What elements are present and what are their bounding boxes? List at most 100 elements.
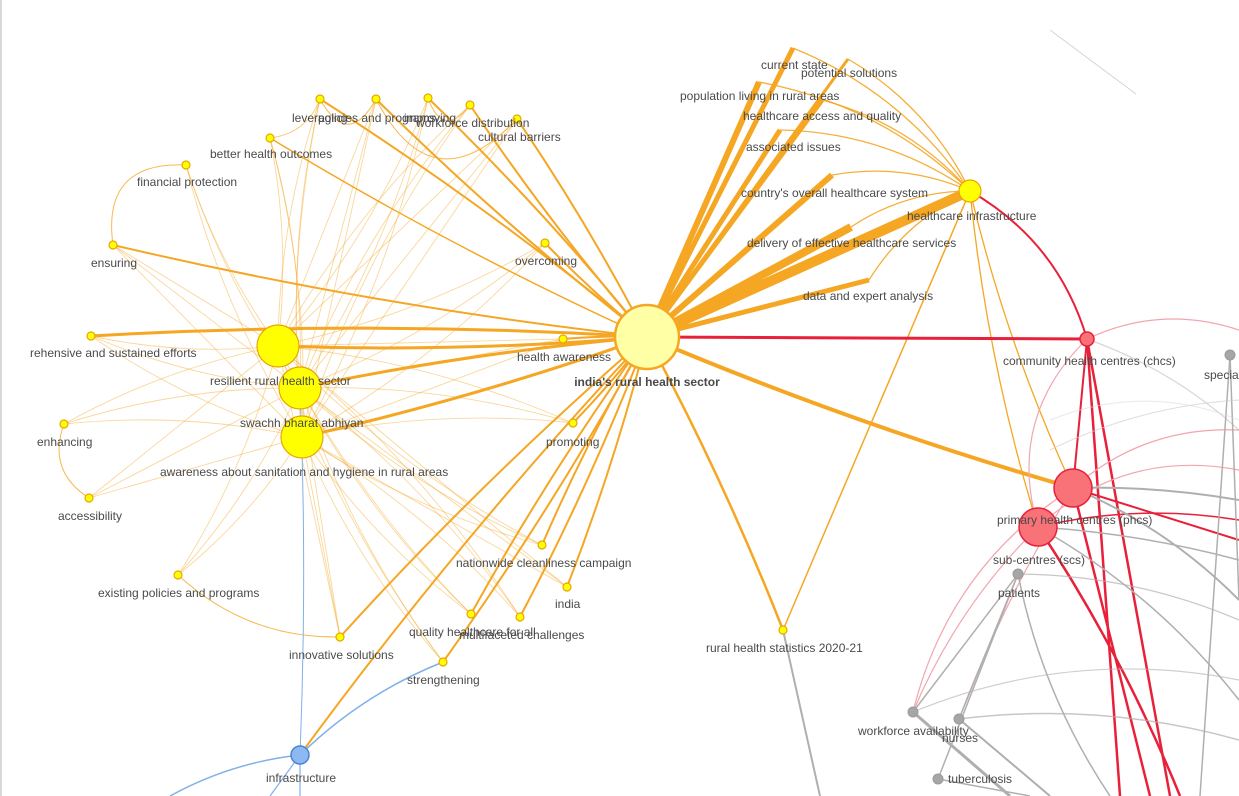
arc-edge bbox=[427, 97, 471, 122]
cluster-edge bbox=[301, 436, 568, 588]
arc-edge bbox=[177, 574, 341, 638]
infra-edge bbox=[868, 190, 971, 281]
center-edge bbox=[646, 277, 870, 340]
gray-edge bbox=[937, 778, 1031, 796]
node-accessibility[interactable] bbox=[84, 493, 94, 503]
cluster-edge bbox=[299, 387, 472, 615]
node-label-access-quality: healthcare access and quality bbox=[743, 109, 901, 123]
infra-edge bbox=[792, 47, 971, 192]
node-nationwide[interactable] bbox=[537, 540, 547, 550]
node-resilient[interactable] bbox=[256, 324, 300, 368]
cluster-edge bbox=[299, 98, 377, 389]
cluster-edge bbox=[90, 335, 303, 438]
cluster-edge bbox=[277, 97, 429, 347]
node-swachh[interactable] bbox=[278, 366, 322, 410]
node-tuberculosis[interactable] bbox=[932, 773, 944, 785]
graph-nodes[interactable] bbox=[59, 93, 1236, 785]
panel-left-border bbox=[0, 0, 2, 796]
node-workforce-dist[interactable] bbox=[465, 100, 475, 110]
node-label-potential: potential solutions bbox=[801, 66, 897, 80]
node-rural-stats[interactable] bbox=[778, 625, 788, 635]
graph-labels: india's rural health sectorleveragingpol… bbox=[30, 58, 1239, 786]
infra-edge bbox=[782, 190, 971, 631]
center-edge bbox=[516, 118, 648, 338]
cluster-edge bbox=[299, 387, 521, 618]
node-innovative[interactable] bbox=[335, 632, 345, 642]
cluster-edge bbox=[269, 137, 302, 389]
arc-edge bbox=[111, 164, 187, 246]
node-phcs[interactable] bbox=[1053, 468, 1093, 508]
node-multifaceted[interactable] bbox=[515, 612, 525, 622]
node-quality[interactable] bbox=[466, 609, 476, 619]
cluster-edge bbox=[177, 436, 303, 576]
cluster-edge bbox=[299, 387, 574, 424]
node-label-infrastructure: infrastructure bbox=[266, 771, 336, 785]
cluster-edge bbox=[277, 345, 574, 424]
node-better-outcomes[interactable] bbox=[265, 133, 275, 143]
cluster-edge bbox=[299, 242, 546, 389]
infra-edge bbox=[821, 99, 971, 192]
cluster-edge bbox=[277, 345, 568, 588]
gray-edge bbox=[958, 718, 1051, 796]
gray-edge bbox=[1037, 526, 1239, 701]
node-patients[interactable] bbox=[1012, 568, 1024, 580]
node-chcs[interactable] bbox=[1079, 331, 1095, 347]
node-label-better-outcomes: better health outcomes bbox=[210, 147, 332, 161]
node-label-health-awareness: health awareness bbox=[517, 350, 611, 364]
cluster-edge bbox=[88, 345, 279, 499]
red-edge bbox=[1072, 487, 1239, 541]
node-workforce-avail[interactable] bbox=[907, 706, 919, 718]
node-label-patients: patients bbox=[998, 586, 1040, 600]
node-financial[interactable] bbox=[181, 160, 191, 170]
cluster-edge bbox=[90, 335, 301, 389]
node-scs[interactable] bbox=[1018, 507, 1058, 547]
node-promoting[interactable] bbox=[568, 418, 578, 428]
arc-edge bbox=[375, 98, 518, 160]
blue-edge bbox=[169, 754, 301, 796]
arc-edge bbox=[269, 98, 321, 139]
node-sanitation[interactable] bbox=[280, 415, 324, 459]
node-enhancing[interactable] bbox=[59, 419, 69, 429]
node-overcoming[interactable] bbox=[540, 238, 550, 248]
cluster-edge bbox=[112, 244, 303, 438]
node-comprehensive[interactable] bbox=[86, 331, 96, 341]
node-label-existing: existing policies and programs bbox=[98, 586, 259, 600]
node-label-strengthening: strengthening bbox=[407, 673, 480, 687]
node-label-specialists: speciali bbox=[1204, 368, 1239, 382]
node-india[interactable] bbox=[562, 582, 572, 592]
node-specialists[interactable] bbox=[1224, 349, 1236, 361]
node-policies[interactable] bbox=[371, 94, 381, 104]
red-edge bbox=[646, 335, 1088, 341]
gray-edge bbox=[912, 668, 1239, 713]
node-label-promoting: promoting bbox=[546, 435, 599, 449]
node-label-resilient: resilient rural health sector bbox=[210, 374, 351, 388]
node-leveraging[interactable] bbox=[315, 94, 325, 104]
cluster-edge bbox=[301, 97, 429, 438]
node-label-population: population living in rural areas bbox=[680, 89, 839, 103]
cluster-edge bbox=[185, 164, 279, 347]
infra-edge bbox=[831, 170, 971, 192]
node-label-data-expert: data and expert analysis bbox=[803, 289, 933, 303]
node-nurses[interactable] bbox=[953, 713, 965, 725]
node-infra-health[interactable] bbox=[958, 179, 982, 203]
node-infrastructure[interactable] bbox=[290, 745, 310, 765]
node-strengthening[interactable] bbox=[438, 657, 448, 667]
cluster-edge bbox=[277, 338, 564, 347]
node-label-rural-stats: rural health statistics 2020-21 bbox=[706, 641, 863, 655]
node-label-multifaceted: multifaceted challenges bbox=[459, 628, 584, 642]
gray-edge bbox=[1017, 573, 1111, 796]
infra-edge bbox=[847, 58, 971, 192]
node-ensuring[interactable] bbox=[108, 240, 118, 250]
node-label-ensuring: ensuring bbox=[91, 256, 137, 270]
node-label-workforce-dist: workforce distribution bbox=[415, 116, 529, 130]
node-cultural[interactable] bbox=[512, 114, 522, 124]
node-label-infra-health: healthcare infrastructure bbox=[907, 209, 1037, 223]
node-label-swachh: swachh bharat abhiyan bbox=[240, 416, 363, 430]
node-existing[interactable] bbox=[173, 570, 183, 580]
node-improving[interactable] bbox=[423, 93, 433, 103]
center-edge bbox=[339, 336, 648, 638]
red-edge bbox=[1072, 338, 1088, 489]
node-health-awareness[interactable] bbox=[558, 334, 568, 344]
node-center[interactable] bbox=[613, 303, 681, 371]
